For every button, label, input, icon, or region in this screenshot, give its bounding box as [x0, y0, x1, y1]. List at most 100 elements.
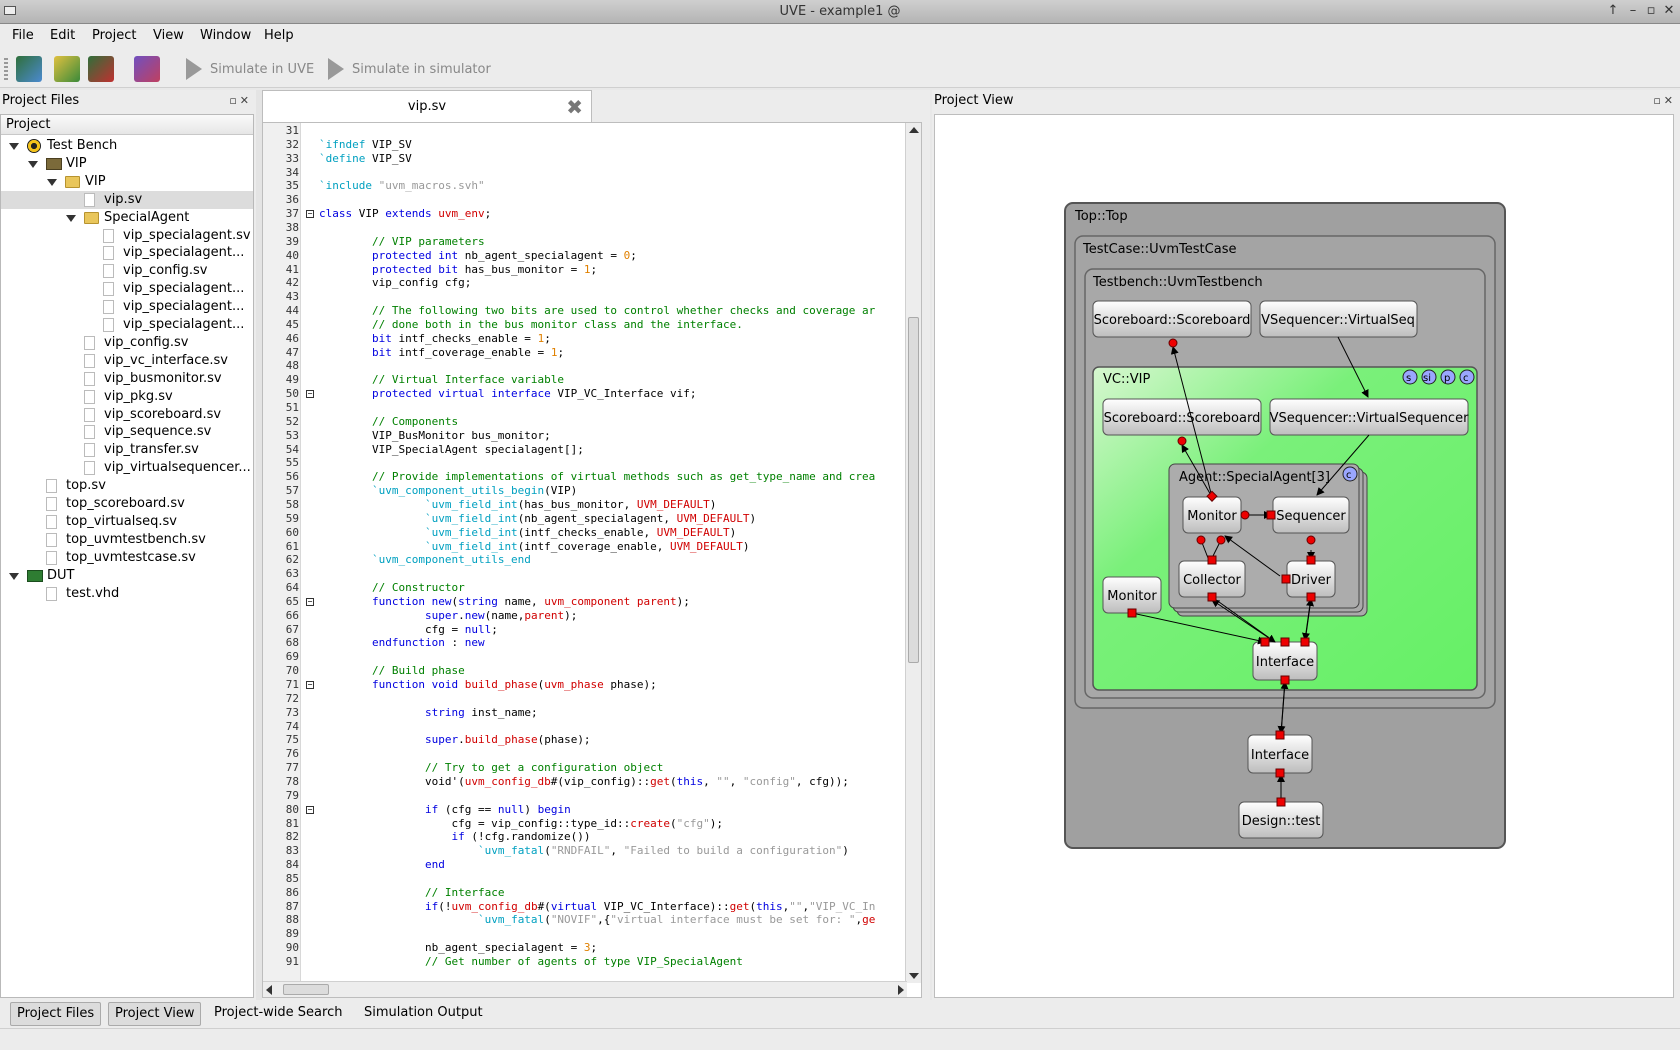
line-number: 60 [285, 525, 299, 539]
vc-monitor-node[interactable]: Monitor [1102, 576, 1162, 614]
tree-item[interactable]: vip_config.sv [1, 262, 253, 280]
fold-marker-icon[interactable]: − [306, 804, 314, 814]
code-text: string inst_name; [424, 705, 538, 719]
tab-project-files[interactable]: Project Files [10, 1002, 102, 1026]
tree-item[interactable]: vip.sv [1, 190, 253, 209]
project-diagram[interactable]: Top::Top TestCase::UvmTestCase Testbench… [934, 114, 1674, 998]
tb-scoreboard-node[interactable]: Scoreboard::Scoreboard [1092, 300, 1252, 338]
line-number: 39 [285, 234, 299, 248]
scroll-thumb[interactable] [908, 317, 919, 663]
tree-item-label: Test Bench [47, 138, 118, 153]
tree-item[interactable]: vip_specialagent... [1, 280, 253, 298]
tree-item[interactable]: top_uvmtestcase.sv [1, 549, 253, 567]
menu-project[interactable]: Project [92, 28, 137, 43]
tree-item[interactable]: vip_virtualsequencer... [1, 459, 253, 477]
tree-item[interactable]: vip_specialagent... [1, 244, 253, 262]
toolbar-grip[interactable] [4, 58, 8, 80]
vc-scoreboard-node[interactable]: Scoreboard::Scoreboard [1102, 398, 1262, 436]
tb-vseq-node[interactable]: VSequencer::VirtualSeq [1259, 300, 1418, 338]
design-node[interactable]: Design::test [1238, 801, 1324, 839]
simulate-simulator-button[interactable]: Simulate in simulator [328, 57, 491, 81]
tree-item[interactable]: DUT [1, 567, 253, 585]
fold-marker-icon[interactable]: − [306, 389, 314, 399]
system-menu-icon[interactable] [4, 6, 16, 15]
menu-view[interactable]: View [153, 28, 184, 43]
vc-badges[interactable]: s si p c [1402, 369, 1475, 385]
open-project-icon[interactable] [54, 56, 80, 82]
tree-item[interactable]: VIP [1, 173, 253, 191]
code-line: 39 // VIP parameters [263, 235, 903, 249]
tab-simulation-output[interactable]: Simulation Output [364, 1005, 483, 1020]
vc-interface-node[interactable]: Interface [1252, 641, 1318, 681]
fold-marker-icon[interactable]: − [306, 596, 314, 606]
simulate-uve-button[interactable]: Simulate in UVE [186, 57, 314, 81]
line-number: 69 [285, 650, 299, 664]
settings-icon[interactable] [134, 56, 160, 82]
fold-marker-icon[interactable]: − [306, 209, 314, 219]
menu-file[interactable]: File [12, 28, 34, 43]
horizontal-scrollbar[interactable] [263, 981, 907, 997]
editor-tab[interactable]: vip.sv ✖ [262, 90, 592, 122]
tree-item[interactable]: top_uvmtestbench.sv [1, 531, 253, 549]
code-text: VIP_SpecialAgent specialagent[]; [319, 442, 584, 456]
code-line: 48 [263, 359, 903, 373]
tree-item[interactable]: vip_specialagent... [1, 316, 253, 334]
tree-item[interactable]: vip_specialagent.sv [1, 227, 253, 245]
scroll-down-icon[interactable] [909, 973, 919, 979]
new-project-icon[interactable] [16, 56, 42, 82]
restore-icon[interactable]: ▫ [1646, 3, 1656, 18]
panel-float-close-icons[interactable]: ▫✕ [1653, 94, 1676, 107]
tree-item[interactable]: vip_busmonitor.sv [1, 370, 253, 388]
scroll-right-icon[interactable] [898, 985, 904, 995]
top-interface-node[interactable]: Interface [1247, 734, 1313, 774]
tree-item[interactable]: vip_config.sv [1, 334, 253, 352]
tree-item[interactable]: test.vhd [1, 585, 253, 603]
maximize-up-icon[interactable]: ↑ [1607, 3, 1619, 18]
generate-icon[interactable] [88, 56, 114, 82]
scroll-left-icon[interactable] [266, 985, 272, 995]
tree-item[interactable]: vip_transfer.sv [1, 441, 253, 459]
line-number: 87 [285, 899, 299, 913]
driver-node[interactable]: Driver [1286, 560, 1336, 598]
menu-edit[interactable]: Edit [50, 28, 76, 43]
sequencer-node[interactable]: Sequencer [1272, 496, 1350, 534]
tree-item[interactable]: SpecialAgent [1, 209, 253, 227]
tree-item[interactable]: vip_pkg.sv [1, 388, 253, 406]
close-icon[interactable]: ✕ [1663, 3, 1675, 18]
tree-item[interactable]: Test Bench [1, 137, 253, 155]
expand-arrow-icon[interactable] [9, 143, 19, 150]
tree-item[interactable]: vip_scoreboard.sv [1, 406, 253, 424]
menu-window[interactable]: Window [200, 28, 252, 43]
tree-item[interactable]: top.sv [1, 477, 253, 495]
expand-arrow-icon[interactable] [28, 160, 38, 168]
tree-item[interactable]: top_scoreboard.sv [1, 495, 253, 513]
vc-vseq-node[interactable]: VSequencer::VirtualSequencer [1269, 398, 1469, 436]
expand-arrow-icon[interactable] [47, 178, 57, 186]
menu-help[interactable]: Help [264, 28, 294, 43]
expand-arrow-icon[interactable] [9, 572, 19, 580]
agent-monitor-node[interactable]: Monitor [1182, 496, 1242, 534]
tree-item[interactable]: vip_sequence.sv [1, 423, 253, 441]
tree-item[interactable]: top_virtualseq.sv [1, 513, 253, 531]
tab-project-wide-search[interactable]: Project-wide Search [214, 1005, 343, 1020]
scroll-up-icon[interactable] [909, 127, 919, 133]
hscroll-thumb[interactable] [283, 984, 329, 995]
tab-project-view[interactable]: Project View [108, 1002, 202, 1026]
agent-badge-c[interactable] [1342, 466, 1358, 482]
vertical-scrollbar[interactable] [905, 123, 921, 983]
tree-item[interactable]: VIP [1, 155, 253, 173]
tree-item[interactable]: vip_specialagent... [1, 298, 253, 316]
panel-float-close-icons[interactable]: ▫✕ [229, 94, 252, 107]
splitter-left[interactable] [256, 90, 262, 1000]
collector-node[interactable]: Collector [1178, 560, 1246, 598]
fold-marker-icon[interactable]: − [306, 680, 314, 689]
expand-arrow-icon[interactable] [66, 214, 76, 222]
line-number: 44 [285, 304, 299, 318]
code-line: 44 // The following two bits are used to… [263, 304, 903, 318]
line-number: 73 [285, 705, 299, 719]
minimize-icon[interactable]: – [1629, 3, 1637, 18]
tree-item[interactable]: vip_vc_interface.sv [1, 352, 253, 370]
close-tab-icon[interactable]: ✖ [566, 95, 583, 119]
